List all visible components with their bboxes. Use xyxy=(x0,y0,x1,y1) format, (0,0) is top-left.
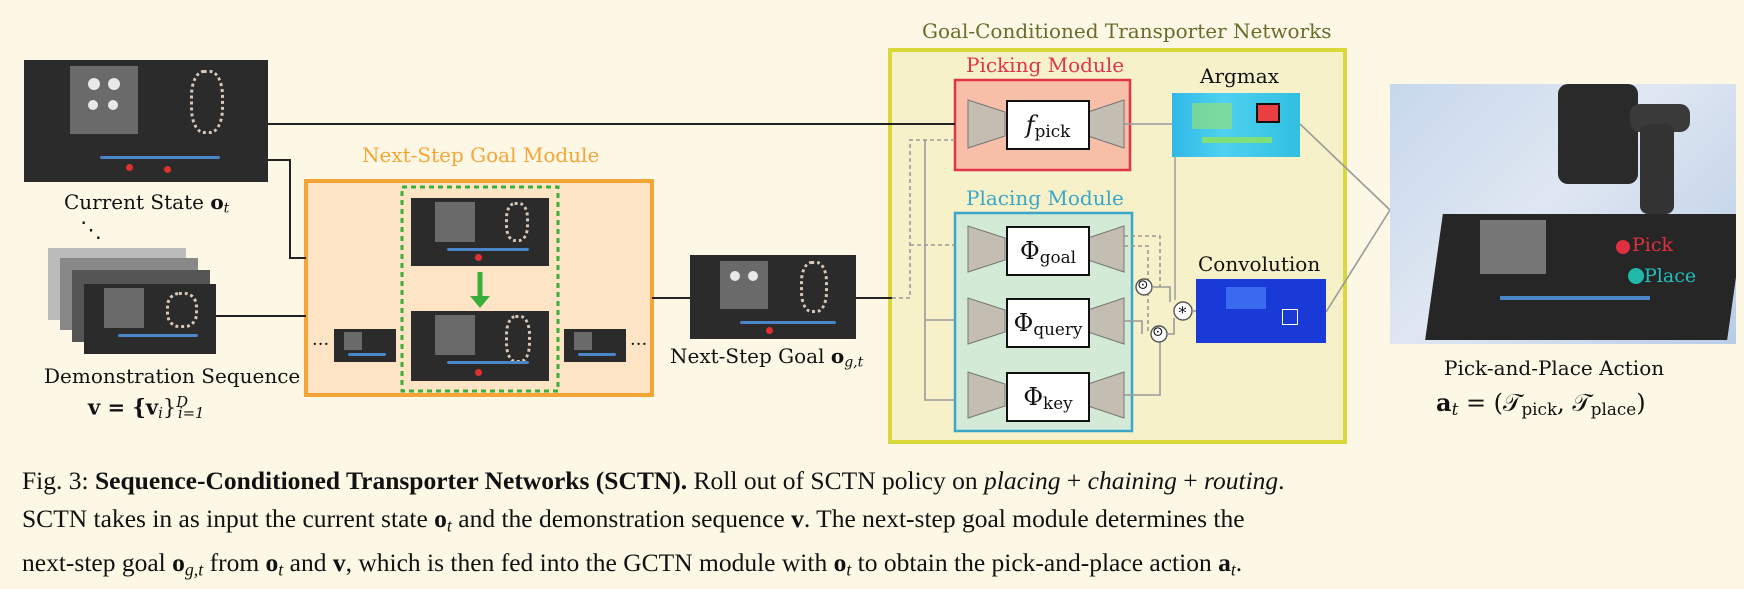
nsg-image-left xyxy=(334,329,396,362)
caption-line-3: next-step goal og,t from ot and v, which… xyxy=(22,548,1243,580)
demo-seq-label: Demonstration Sequence xyxy=(44,364,301,388)
odot-2: ⊙ xyxy=(1152,324,1164,340)
demo-seq-equation: v = {vi}Di=1 xyxy=(88,394,205,423)
phi-query-box: Φquery xyxy=(1006,298,1090,348)
convolution-label: Convolution xyxy=(1198,252,1321,276)
nsg-image-right xyxy=(564,329,626,362)
nsg-dots-right: ··· xyxy=(630,334,648,355)
argmax-heatmap xyxy=(1172,93,1300,157)
odot-1: ⊙ xyxy=(1137,277,1149,293)
current-state-label: Current State ot xyxy=(64,190,230,217)
next-goal-image xyxy=(690,255,856,339)
gctn-label: Goal-Conditioned Transporter Networks xyxy=(922,19,1332,43)
argmax-label: Argmax xyxy=(1200,64,1279,88)
action-equation: at = (𝒯pick, 𝒯place) xyxy=(1436,388,1646,420)
caption-line-1: Fig. 3: Sequence-Conditioned Transporter… xyxy=(22,466,1285,495)
phi-key-box: Φkey xyxy=(1006,372,1090,422)
convolution-heatmap xyxy=(1196,279,1326,343)
phi-goal-box: Φgoal xyxy=(1006,226,1090,276)
nsg-dots-left: ··· xyxy=(312,334,330,355)
nsg-module-label: Next-Step Goal Module xyxy=(362,143,600,167)
action-title: Pick-and-Place Action xyxy=(1444,356,1665,380)
nsg-image-top xyxy=(411,198,549,266)
green-arrow-head xyxy=(470,296,490,308)
stack-ellipsis: ⋱ xyxy=(80,218,102,243)
picking-module-label: Picking Module xyxy=(966,53,1125,77)
f-pick-box: fpick xyxy=(1006,100,1090,150)
pick-label: Pick xyxy=(1632,234,1674,256)
pick-place-scene xyxy=(1390,84,1736,344)
placing-module-label: Placing Module xyxy=(966,186,1124,210)
place-label: Place xyxy=(1644,265,1697,287)
caption-line-2: SCTN takes in as input the current state… xyxy=(22,504,1245,536)
demo-frame-front xyxy=(84,284,216,354)
current-state-image xyxy=(24,60,268,182)
nsg-image-bottom xyxy=(411,311,549,381)
conv-operator: ∗ xyxy=(1177,300,1188,319)
next-goal-label: Next-Step Goal og,t xyxy=(670,344,864,371)
figure-caption: Fig. 3: Sequence-Conditioned Transporter… xyxy=(22,462,1736,589)
